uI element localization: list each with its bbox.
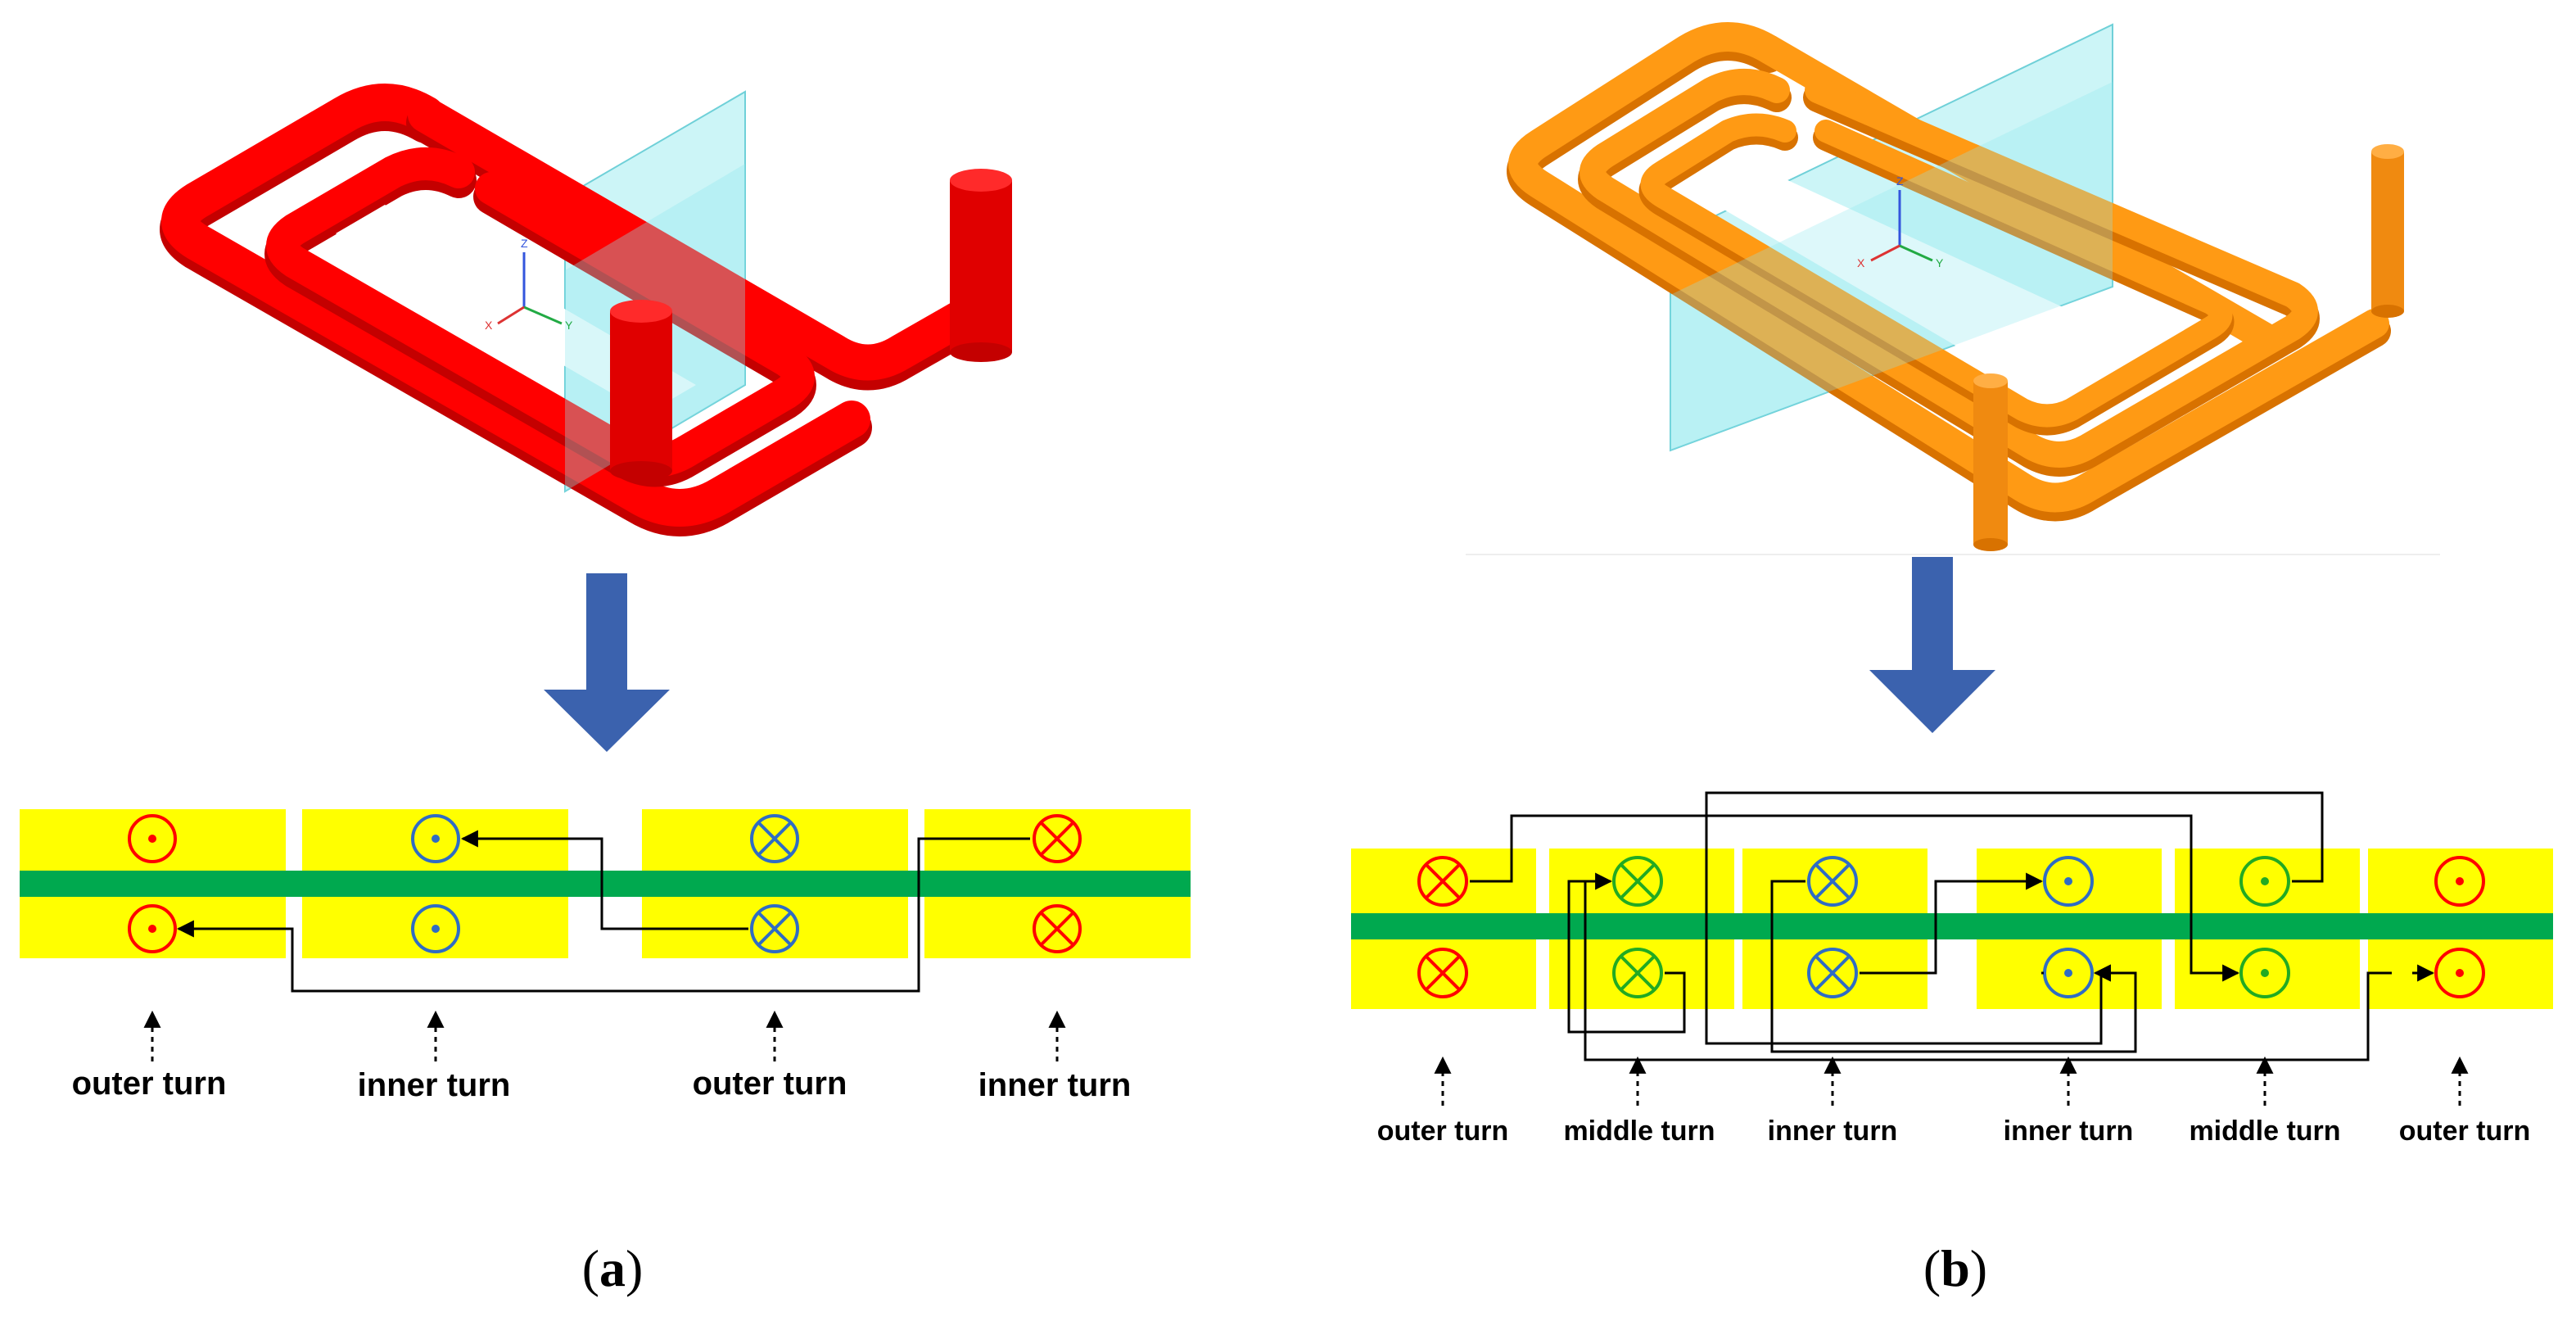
panel-a-label-1: outer turn (72, 1066, 227, 1102)
panel-b-conductor-1-top (1417, 856, 1468, 907)
panel-b-label-1: outer turn (1377, 1116, 1509, 1147)
panel-a-axis-x: X (485, 319, 493, 332)
panel-b-coil-inner-track (1638, 113, 2235, 436)
panel-b-conductor-1-bottom (1417, 948, 1468, 998)
panel-a-coil-outer-track (160, 84, 872, 536)
panel-b-axis-x: X (1857, 256, 1865, 269)
panel-b-terminal-left (1973, 373, 2008, 551)
panel-a-label-arrows (143, 1010, 1066, 1061)
panel-b-label-4: inner turn (2004, 1116, 2134, 1147)
panel-b-axis-y: Y (1936, 256, 1944, 269)
panel-b-label-arrows (1434, 1056, 2469, 1106)
panel-a-axis-y: Y (565, 319, 573, 332)
panel-b-core-bar (1351, 913, 2553, 939)
panel-a-conductor-2-bottom (411, 904, 460, 953)
panel-b-conductor-4-top (2043, 856, 2094, 907)
panel-b-axes-triad: Z Y X (1857, 174, 1944, 269)
panel-a-cross-section: outer turn inner turn outer turn inner t… (20, 809, 1191, 1103)
panel-b-connection-wires (1470, 791, 2435, 1061)
panel-a-conductor-3-top (750, 814, 799, 863)
panel-b-conductor-2-bottom (1612, 948, 1663, 998)
panel-a-conductor-3-bottom (750, 904, 799, 953)
panel-b-conductor-3-top (1807, 856, 1858, 907)
panel-b-conductor-3-bottom (1807, 948, 1858, 998)
panel-a-label-2: inner turn (358, 1067, 511, 1103)
panel-b-conductor-5-top (2239, 856, 2290, 907)
panel-a-conductor-4-bottom (1033, 904, 1082, 953)
panel-b-conductor-2-top (1612, 856, 1663, 907)
panel-a-caption: (a) (582, 1239, 644, 1297)
panel-b-down-arrow (1869, 557, 1995, 733)
panel-b-axis-z: Z (1896, 174, 1904, 188)
panel-a-core-bar (20, 871, 1191, 897)
panel-a-conductor-1-bottom (128, 904, 177, 953)
panel-a-label-3: outer turn (693, 1066, 847, 1102)
panel-b-label-5: middle turn (2189, 1116, 2340, 1147)
panel-a-conductor-2-top (411, 814, 460, 863)
panel-a-terminal-left (610, 300, 672, 481)
panel-b-label-3: inner turn (1768, 1116, 1898, 1147)
panel-b-label-6: outer turn (2399, 1116, 2531, 1147)
panel-b-label-2: middle turn (1563, 1116, 1715, 1147)
panel-a-terminal-right (950, 169, 1012, 362)
panel-a-label-4: inner turn (978, 1067, 1132, 1103)
panel-b-conductor-5-bottom (2239, 948, 2290, 998)
panel-a-coil-window (336, 205, 696, 414)
panel-b-section-plane-front (1670, 82, 2113, 450)
panel-a-coil-middle-track (406, 97, 978, 391)
panel-a-connection-wires (176, 830, 1030, 993)
panel-b-coil-middle-track (1578, 69, 2320, 477)
panel-a-conductor-4-top (1033, 814, 1082, 863)
panel-b-cross-section: outer turn middle turn inner turn inner … (1351, 791, 2553, 1147)
panel-b-caption: (b) (1923, 1239, 1987, 1297)
panel-b-3d-coil: Z Y X (1466, 22, 2440, 555)
panel-b-conductor-4-bottom (2043, 948, 2094, 998)
panel-a-axes-triad: Z Y X (485, 237, 573, 332)
panel-a-conductor-1-top (128, 814, 177, 863)
panel-b-terminal-right (2371, 144, 2404, 318)
panel-a-3d-coil: Z Y X (160, 84, 1012, 536)
panel-b-coil-window (1695, 164, 2096, 385)
panel-a-down-arrow (544, 573, 670, 752)
panel-b-conductor-6-bottom (2434, 948, 2485, 998)
panel-a-axis-z: Z (521, 237, 528, 250)
panel-b-conductor-6-top (2434, 856, 2485, 907)
